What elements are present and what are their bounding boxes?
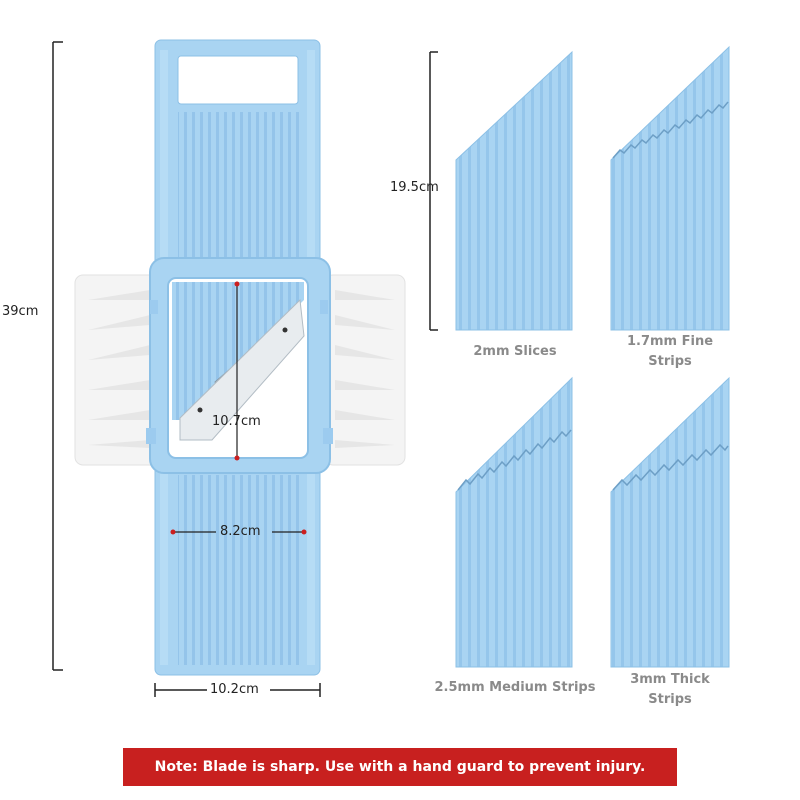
blade-window-height-label: 10.7cm <box>212 414 261 429</box>
width-label: 10.2cm <box>210 682 259 697</box>
length-dimension-line <box>52 41 63 671</box>
blade-label-3mm-thick-strips: 3mm Thick Strips <box>630 672 710 707</box>
blade-insert-3mm-thick-strips <box>610 376 730 668</box>
blade-width-dimension <box>170 529 307 535</box>
blade-label-2mm-slices: 2mm Slices <box>473 344 557 359</box>
blade-insert-2-5mm-medium-strips <box>455 376 573 668</box>
safety-note-text: Note: Blade is sharp. Use with a hand gu… <box>154 759 646 775</box>
length-label: 39cm <box>2 304 39 319</box>
blade-window-height-dimension <box>234 281 240 461</box>
right-hand-guard <box>324 274 406 466</box>
blade-label-1-7mm-fine-strips: 1.7mm Fine Strips <box>626 334 714 369</box>
blade-holder <box>146 257 333 474</box>
blade-insert-2mm-slices <box>455 50 573 331</box>
blade-label-2-5mm-medium-strips: 2.5mm Medium Strips <box>434 680 596 695</box>
insert-height-label: 19.5cm <box>390 180 439 195</box>
blade-insert-1-7mm-fine-strips <box>610 45 730 331</box>
blade-width-label: 8.2cm <box>220 524 261 539</box>
insert-height-dimension-line <box>429 51 438 331</box>
width-dimension-line <box>154 683 321 697</box>
safety-note-banner: Note: Blade is sharp. Use with a hand gu… <box>123 748 677 786</box>
